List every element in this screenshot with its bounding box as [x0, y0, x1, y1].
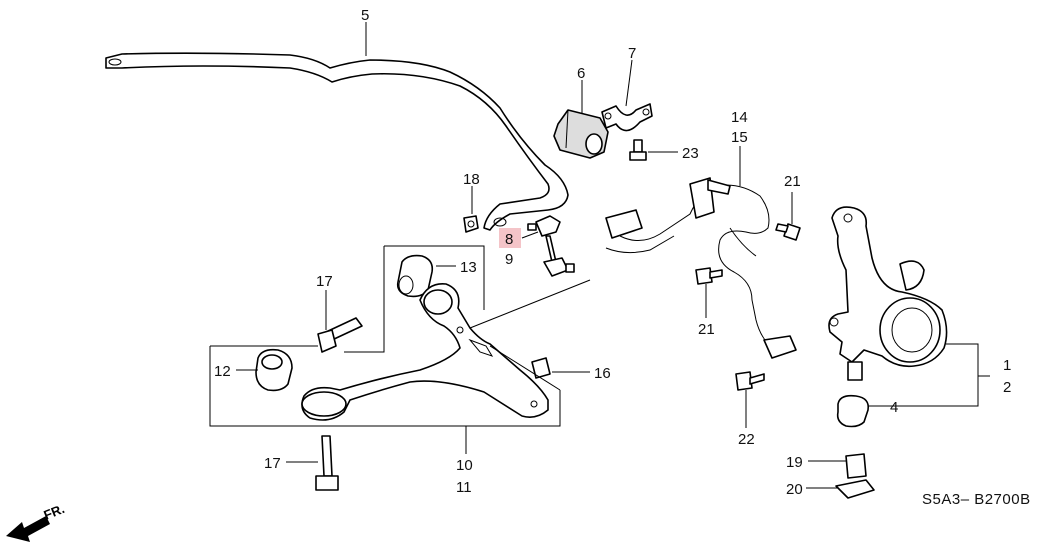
bolt-23[interactable]	[629, 139, 647, 161]
callout-18[interactable]: 18	[463, 171, 480, 188]
bolt-21-lower[interactable]	[695, 267, 723, 285]
callout-11[interactable]: 11	[456, 479, 472, 496]
group-frame-10	[209, 345, 561, 427]
callout-15[interactable]: 15	[731, 129, 748, 146]
highlight-part-8	[499, 228, 521, 248]
dust-seal-4[interactable]	[836, 394, 870, 428]
callout-4[interactable]: 4	[890, 399, 898, 416]
callout-13[interactable]: 13	[460, 259, 477, 276]
stabilizer-bar[interactable]	[105, 52, 569, 231]
callout-23[interactable]: 23	[682, 145, 699, 162]
callout-5[interactable]: 5	[361, 7, 369, 24]
lower-arm[interactable]	[301, 283, 549, 421]
callout-14[interactable]: 14	[731, 109, 748, 126]
callout-17-lower[interactable]: 17	[264, 455, 281, 472]
callout-8[interactable]: 8	[505, 231, 513, 248]
steering-knuckle[interactable]	[828, 206, 948, 381]
diagram-code: S5A3– B2700B	[922, 491, 1031, 508]
bushing-holder[interactable]	[601, 103, 653, 132]
callout-17-upper[interactable]: 17	[316, 273, 333, 290]
stabilizer-link[interactable]	[527, 215, 575, 277]
bolt-17-lower[interactable]	[315, 435, 339, 491]
callout-10[interactable]: 10	[456, 457, 473, 474]
stabilizer-bushing[interactable]	[553, 109, 609, 159]
callout-6[interactable]: 6	[577, 65, 585, 82]
wheel-sensor-harness[interactable]	[605, 177, 797, 359]
lower-arm-bushing-12[interactable]	[255, 348, 293, 392]
bolt-17-upper[interactable]	[317, 317, 363, 353]
callout-19[interactable]: 19	[786, 454, 803, 471]
group-frame-13	[344, 245, 485, 353]
bolt-22[interactable]	[735, 371, 765, 391]
callout-20[interactable]: 20	[786, 481, 803, 498]
nut-16[interactable]	[531, 357, 551, 379]
clip-20[interactable]	[835, 479, 875, 499]
callout-16[interactable]: 16	[594, 365, 611, 382]
callout-12[interactable]: 12	[214, 363, 231, 380]
group-frame-1	[878, 343, 979, 407]
nut-19[interactable]	[845, 453, 867, 479]
front-direction-arrow-icon: FR.	[6, 501, 67, 542]
group-frame-8	[469, 279, 591, 329]
callout-22[interactable]: 22	[738, 431, 755, 448]
front-label: FR.	[42, 501, 67, 523]
callout-9[interactable]: 9	[505, 251, 513, 268]
callout-1[interactable]: 1	[1003, 357, 1011, 374]
callout-2[interactable]: 2	[1003, 379, 1011, 396]
callout-7[interactable]: 7	[628, 45, 636, 62]
callout-21-lower[interactable]: 21	[698, 321, 715, 338]
nut-18[interactable]	[463, 215, 479, 233]
bolt-21-upper[interactable]	[775, 223, 801, 241]
callout-21-upper[interactable]: 21	[784, 173, 801, 190]
